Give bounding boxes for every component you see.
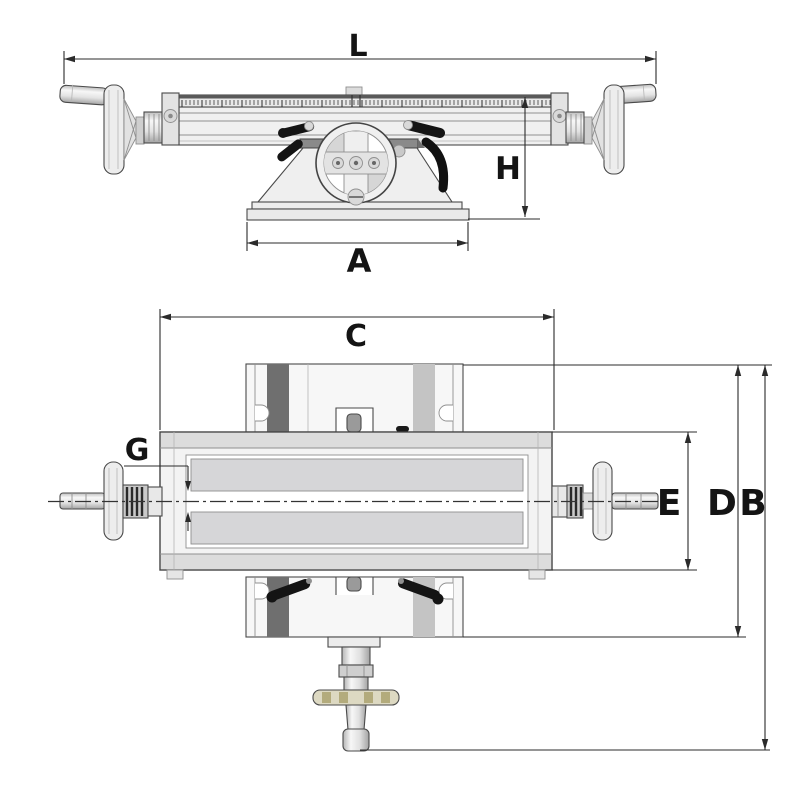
saddle-top-stripe-light: [413, 364, 435, 432]
clamp-lever-left: [268, 579, 311, 601]
dim-label-A: A: [347, 242, 372, 280]
housing-boss: [341, 646, 371, 666]
table-bottom-band: [161, 554, 551, 569]
table-foot-right: [528, 569, 546, 580]
left-lever-screw: [304, 121, 314, 131]
dim-E: E: [552, 431, 697, 571]
front-view: L H A: [59, 29, 657, 280]
front-handwheel: [315, 122, 397, 206]
saddle-bottom-notch-right: [438, 582, 453, 600]
left-lock-lever: [277, 139, 303, 162]
right-graduated-dial: [565, 111, 585, 144]
left-crank-disc: [103, 84, 125, 175]
housing-locknut: [338, 664, 374, 678]
right-lever-screw: [403, 120, 413, 130]
clamp-lever-right: [397, 578, 440, 600]
front-table-slide: [161, 86, 569, 146]
right-crank-disc: [603, 84, 625, 175]
dim-label-C: C: [345, 319, 367, 354]
dim-label-B: B: [739, 483, 766, 524]
dim-L: L: [63, 29, 657, 84]
left-crank-knob: [59, 84, 109, 106]
left-washer-stack: [135, 116, 145, 145]
right-crank-cone: [591, 98, 605, 161]
dim-C: C: [159, 309, 555, 430]
base-plate: [246, 208, 470, 221]
table-top-band: [161, 433, 551, 448]
saddle-top-notch-left: [255, 404, 270, 422]
plan-saddle-top: [245, 363, 464, 433]
saddle-bottom-stud: [346, 576, 362, 592]
right-washer-stack: [583, 116, 593, 145]
dim-label-G: G: [125, 433, 150, 468]
dim-label-E: E: [657, 483, 682, 524]
saddle-top-mark: [396, 426, 409, 432]
front-clamp-levers: [277, 120, 449, 193]
clamp-screw-left: [306, 578, 312, 584]
saddle-top-stud: [346, 413, 362, 433]
saddle-top-notch-right: [438, 404, 453, 422]
saddle-top-stripe-dark: [267, 364, 289, 432]
housing-flange: [327, 636, 381, 648]
plan-table: [159, 431, 553, 580]
dim-H: H: [468, 97, 540, 220]
plan-bottom-crank: [312, 636, 400, 752]
saddle-bottom-notch-left: [255, 582, 270, 600]
table-slot-bar-upper: [190, 458, 524, 492]
bottom-crank-handle-grip: [342, 728, 370, 752]
table-slot-bar-lower: [190, 511, 524, 545]
kidney-handle: [421, 137, 449, 193]
bottom-crank-handle-taper: [345, 704, 367, 731]
dim-G: G: [124, 433, 191, 531]
dim-label-H: H: [495, 151, 521, 187]
dim-label-L: L: [348, 29, 367, 64]
front-left-handwheel: [59, 84, 165, 175]
dim-B: B: [360, 365, 770, 751]
dim-A: A: [246, 222, 469, 280]
right-clamp-lever: [403, 120, 446, 138]
left-crank-cone: [123, 98, 137, 161]
plan-view: C G E D: [48, 309, 772, 752]
dim-D: D: [463, 364, 772, 638]
clamp-screw-right: [398, 578, 404, 584]
table-foot-left: [166, 569, 184, 580]
plan-saddle-bottom: [245, 576, 464, 638]
housing-neck: [343, 676, 369, 691]
dim-label-D: D: [707, 483, 737, 524]
front-right-handwheel: [565, 83, 657, 175]
